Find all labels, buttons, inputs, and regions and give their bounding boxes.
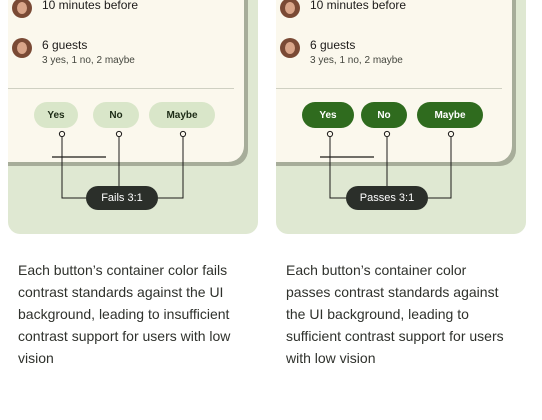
passes-ratio-badge: Passes 3:1	[346, 186, 428, 210]
fails-ratio-badge: Fails 3:1	[86, 186, 158, 210]
guests-summary: 3 yes, 1 no, 2 maybe	[42, 55, 135, 66]
guests-summary: 3 yes, 1 no, 2 maybe	[310, 55, 403, 66]
event-card: 10 minutes before 6 guests 3 yes, 1 no, …	[276, 0, 512, 162]
reminder-avatar	[12, 0, 32, 18]
reminder-text: 10 minutes before	[42, 0, 139, 12]
guests-title: 6 guests	[310, 38, 356, 52]
maybe-button[interactable]: Maybe	[417, 102, 483, 128]
passing-example-panel: 10 minutes before 6 guests 3 yes, 1 no, …	[276, 0, 526, 234]
no-button[interactable]: No	[361, 102, 407, 128]
yes-button[interactable]: Yes	[34, 102, 78, 128]
guests-title: 6 guests	[42, 38, 88, 52]
card-divider	[276, 88, 502, 89]
reminder-avatar	[280, 0, 300, 18]
contrast-callout-lines	[52, 130, 187, 199]
event-card: 10 minutes before 6 guests 3 yes, 1 no, …	[8, 0, 244, 162]
failing-example-caption: Each button’s container color fails cont…	[18, 262, 231, 366]
contrast-callout-lines	[320, 130, 455, 199]
failing-example-panel: 10 minutes before 6 guests 3 yes, 1 no, …	[8, 0, 258, 234]
guest-avatar	[280, 38, 300, 58]
card-divider	[8, 88, 234, 89]
guest-avatar	[12, 38, 32, 58]
reminder-row: 10 minutes before	[280, 0, 406, 18]
guests-row: 6 guests 3 yes, 1 no, 2 maybe	[280, 38, 403, 67]
maybe-button[interactable]: Maybe	[149, 102, 215, 128]
guests-row: 6 guests 3 yes, 1 no, 2 maybe	[12, 38, 135, 67]
no-button[interactable]: No	[93, 102, 139, 128]
yes-button[interactable]: Yes	[302, 102, 354, 128]
passing-example-caption: Each button’s container color passes con…	[286, 262, 504, 366]
reminder-text: 10 minutes before	[310, 0, 407, 12]
reminder-row: 10 minutes before	[12, 0, 138, 18]
